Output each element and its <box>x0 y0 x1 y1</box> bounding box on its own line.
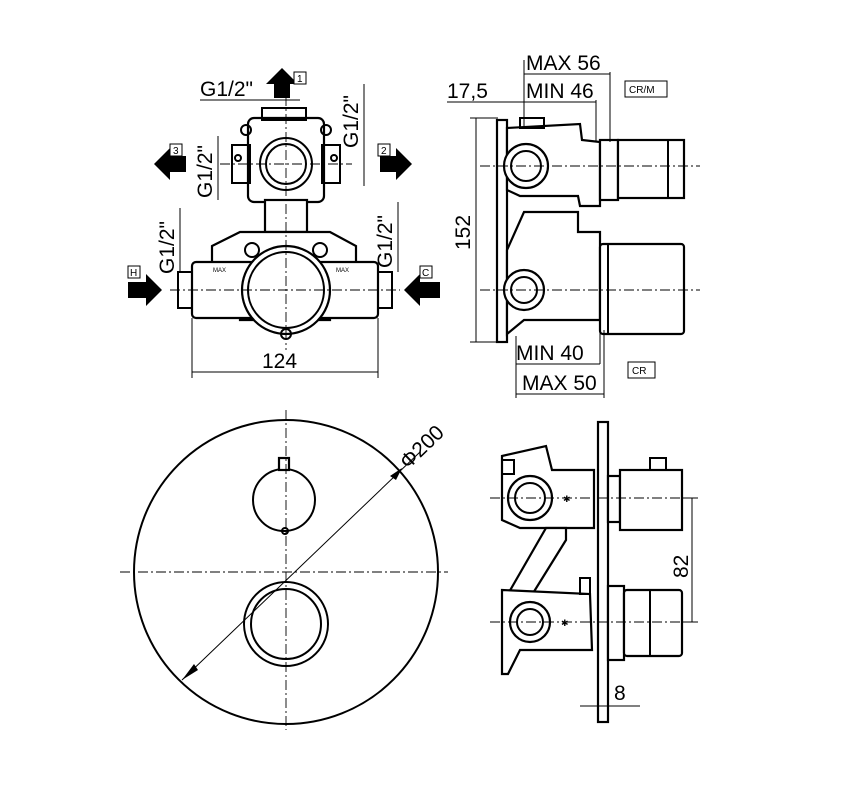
port-label-lower-left: G1/2" <box>156 221 179 274</box>
max-50-label: MAX 50 <box>522 372 597 395</box>
trim-front-view: Φ200 <box>120 410 449 730</box>
top-stub <box>519 117 545 129</box>
screw <box>320 124 332 136</box>
stop-mark-left: MAX <box>213 268 226 274</box>
screw <box>240 124 252 136</box>
right-port-stub <box>321 144 341 184</box>
screw <box>234 154 242 162</box>
spacing-82-label: 82 <box>670 555 693 578</box>
left-port-stub <box>231 144 251 184</box>
side-view-dimensions: MAX 56 MIN 46 17,5 CR/M 152 MIN 40 MAX 5… <box>447 52 668 398</box>
tag-crm <box>624 80 668 98</box>
tag-crm-label: CR/M <box>629 85 655 96</box>
port-label-top: G1/2" <box>200 78 253 101</box>
port-label-lower-right: G1/2" <box>374 215 397 268</box>
wall-plate <box>596 420 610 724</box>
cross-mark: ✱ <box>563 494 571 504</box>
knob-dot <box>281 527 289 535</box>
flow-arrows: 1 2 3 H C <box>127 68 440 306</box>
knob-pin <box>649 457 667 471</box>
width-value: 124 <box>262 350 297 373</box>
mixer-stub <box>579 577 591 595</box>
top-stub <box>501 459 515 475</box>
cold-tag <box>419 265 433 279</box>
tag-cr <box>627 361 656 379</box>
port-label-upper-right: G1/2" <box>340 95 363 148</box>
port-labels: G1/2" G1/2" G1/2" G1/2" G1/2" <box>156 78 399 274</box>
diverter-sleeve <box>598 138 620 202</box>
thickness-8-label: 8 <box>614 682 626 705</box>
tag-cr-label: CR <box>632 366 646 377</box>
diameter-label: Φ200 <box>395 421 448 474</box>
offset-label: 17,5 <box>447 80 488 103</box>
top-port-stub <box>261 107 307 121</box>
outlet-3-tag <box>169 143 183 157</box>
min-46-label: MIN 46 <box>526 80 594 103</box>
width-dimension: 124 <box>191 318 379 378</box>
hot-label: H <box>130 268 137 279</box>
outlet-2-label: 2 <box>381 146 387 157</box>
knob-pin <box>277 456 291 472</box>
port-label-upper-left: G1/2" <box>194 145 217 198</box>
outlet-2-tag <box>377 143 391 157</box>
cross-mark: ✱ <box>561 618 569 628</box>
outlet-1-tag <box>293 71 307 85</box>
height-152-label: 152 <box>452 215 475 250</box>
diameter-line <box>181 451 421 681</box>
body-top-view: MAX MAX <box>170 96 400 350</box>
mounting-plate <box>495 118 509 344</box>
min-40-label: MIN 40 <box>516 342 584 365</box>
outlet-1-label: 1 <box>297 74 303 85</box>
screw <box>312 242 328 258</box>
connector-link <box>506 526 568 600</box>
arrowhead <box>390 468 402 480</box>
outlet-3-label: 3 <box>173 146 179 157</box>
max-56-label: MAX 56 <box>526 52 601 75</box>
diverter-knob-side <box>618 468 684 532</box>
mixer-sleeve <box>606 584 626 662</box>
screw <box>244 242 260 258</box>
stop-mark-right: MAX <box>336 268 349 274</box>
mixer-cartridge <box>598 242 686 336</box>
cold-label: C <box>422 268 429 279</box>
assembled-side-view: ✱ ✱ 82 8 <box>490 420 700 724</box>
body-side-view <box>480 117 700 344</box>
screw <box>330 154 338 162</box>
diverter-knob <box>252 468 316 532</box>
hot-inlet-arrow <box>128 274 162 306</box>
outlet-1-arrow <box>266 68 298 98</box>
diverter-spindle <box>616 138 686 200</box>
cold-inlet-arrow <box>404 274 440 306</box>
arrowhead <box>182 664 198 680</box>
mixer-handle-side <box>622 588 684 658</box>
diverter-sleeve <box>606 474 622 524</box>
hot-tag <box>127 265 141 279</box>
